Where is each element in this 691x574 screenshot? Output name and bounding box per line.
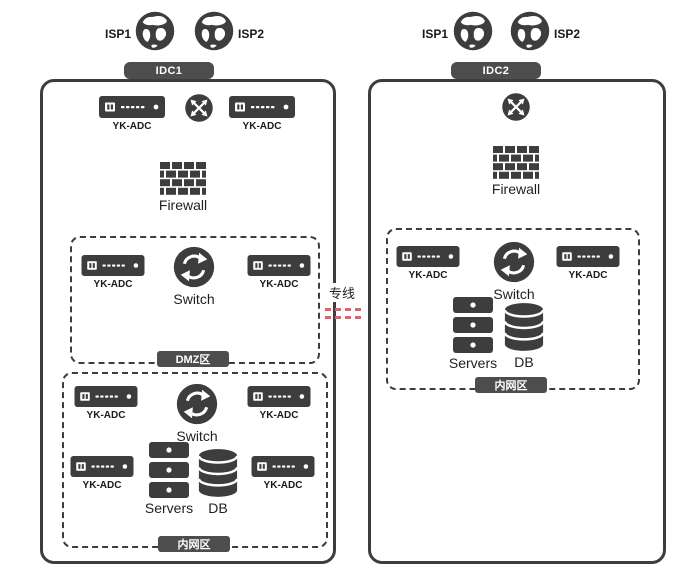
database-icon (503, 302, 545, 352)
yk-adc-device: YK-ADC (74, 386, 138, 421)
switch-device: Switch (492, 240, 536, 302)
idc2-isp2-label: ISP2 (554, 27, 581, 41)
servers-label: Servers (448, 355, 498, 371)
switch-label: Switch (493, 286, 535, 302)
yk-adc-label: YK-ADC (259, 410, 299, 421)
firewall-device: Firewall (491, 146, 541, 197)
idc1-isp1-label: ISP1 (104, 27, 131, 41)
globe-icon (452, 10, 494, 52)
yk-adc-label: YK-ADC (408, 270, 448, 281)
db-label: DB (514, 354, 534, 370)
dmz-zone-badge: DMZ区 (157, 351, 229, 367)
idc2-isp1-label: ISP1 (421, 27, 448, 41)
db-label: DB (208, 500, 228, 516)
database-device: DB (197, 448, 239, 516)
switch-icon (492, 240, 536, 284)
servers-device: Servers (449, 297, 497, 371)
servers-icon (453, 297, 493, 353)
yk-adc-appliance-icon (251, 456, 315, 477)
intranet-zone-badge-idc1: 内网区 (158, 536, 230, 552)
yk-adc-device: YK-ADC (99, 96, 165, 132)
servers-icon (149, 442, 189, 498)
idc2-box (368, 79, 666, 564)
idc1-isp2-label: ISP2 (238, 27, 265, 41)
switch-icon (172, 245, 216, 289)
globe-icon (509, 10, 551, 52)
yk-adc-label: YK-ADC (259, 279, 299, 290)
idc1-box (40, 79, 336, 564)
router-icon (501, 92, 531, 122)
globe-icon (193, 10, 235, 52)
idc1-badge: IDC1 (124, 62, 214, 79)
globe-icon (134, 10, 176, 52)
firewall-icon (493, 146, 539, 179)
switch-device: Switch (175, 382, 219, 444)
yk-adc-appliance-icon (556, 246, 620, 267)
yk-adc-device: YK-ADC (556, 246, 620, 281)
switch-label: Switch (173, 291, 215, 307)
yk-adc-appliance-icon (247, 386, 311, 407)
yk-adc-label: YK-ADC (93, 279, 133, 290)
firewall-device: Firewall (158, 162, 208, 213)
database-icon (197, 448, 239, 498)
dedicated-line-dash (325, 308, 361, 311)
yk-adc-appliance-icon (396, 246, 460, 267)
yk-adc-label: YK-ADC (82, 480, 122, 491)
firewall-label: Firewall (491, 181, 541, 197)
yk-adc-device: YK-ADC (70, 456, 134, 491)
firewall-label: Firewall (158, 197, 208, 213)
yk-adc-device: YK-ADC (81, 255, 145, 290)
yk-adc-appliance-icon (247, 255, 311, 276)
servers-label: Servers (144, 500, 194, 516)
switch-label: Switch (176, 428, 218, 444)
yk-adc-appliance-icon (70, 456, 134, 477)
dedicated-line-label: 专线 (328, 283, 357, 302)
yk-adc-appliance-icon (74, 386, 138, 407)
yk-adc-appliance-icon (229, 96, 295, 118)
yk-adc-appliance-icon (99, 96, 165, 118)
servers-device: Servers (145, 442, 193, 516)
yk-adc-label: YK-ADC (112, 121, 152, 132)
yk-adc-device: YK-ADC (396, 246, 460, 281)
yk-adc-device: YK-ADC (247, 255, 311, 290)
router-icon (184, 93, 214, 123)
yk-adc-device: YK-ADC (247, 386, 311, 421)
database-device: DB (503, 302, 545, 370)
idc2-badge: IDC2 (451, 62, 541, 79)
yk-adc-device: YK-ADC (251, 456, 315, 491)
yk-adc-label: YK-ADC (568, 270, 608, 281)
firewall-icon (160, 162, 206, 195)
switch-device: Switch (172, 245, 216, 307)
dedicated-line-dash (325, 316, 361, 319)
yk-adc-label: YK-ADC (263, 480, 303, 491)
yk-adc-appliance-icon (81, 255, 145, 276)
switch-icon (175, 382, 219, 426)
yk-adc-label: YK-ADC (242, 121, 282, 132)
yk-adc-label: YK-ADC (86, 410, 126, 421)
yk-adc-device: YK-ADC (229, 96, 295, 132)
intranet-zone-badge-idc2: 内网区 (475, 377, 547, 393)
